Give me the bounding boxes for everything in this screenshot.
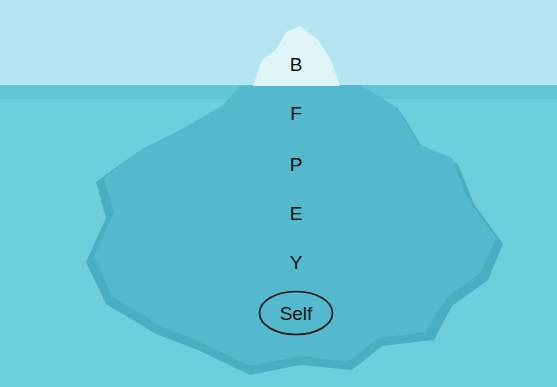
sky xyxy=(0,0,557,85)
self-ellipse: Self xyxy=(258,290,334,336)
water xyxy=(0,85,557,387)
layer-letter: P xyxy=(290,155,303,174)
layer-letter: E xyxy=(290,204,303,223)
iceberg-underwater xyxy=(94,85,496,366)
layer-letter: F xyxy=(290,104,302,123)
ellipse-shape xyxy=(260,292,333,335)
iceberg-tip xyxy=(253,26,340,86)
layer-letter: B xyxy=(290,55,303,74)
node-label: Self xyxy=(280,304,313,323)
layer-letter: Y xyxy=(290,253,303,272)
